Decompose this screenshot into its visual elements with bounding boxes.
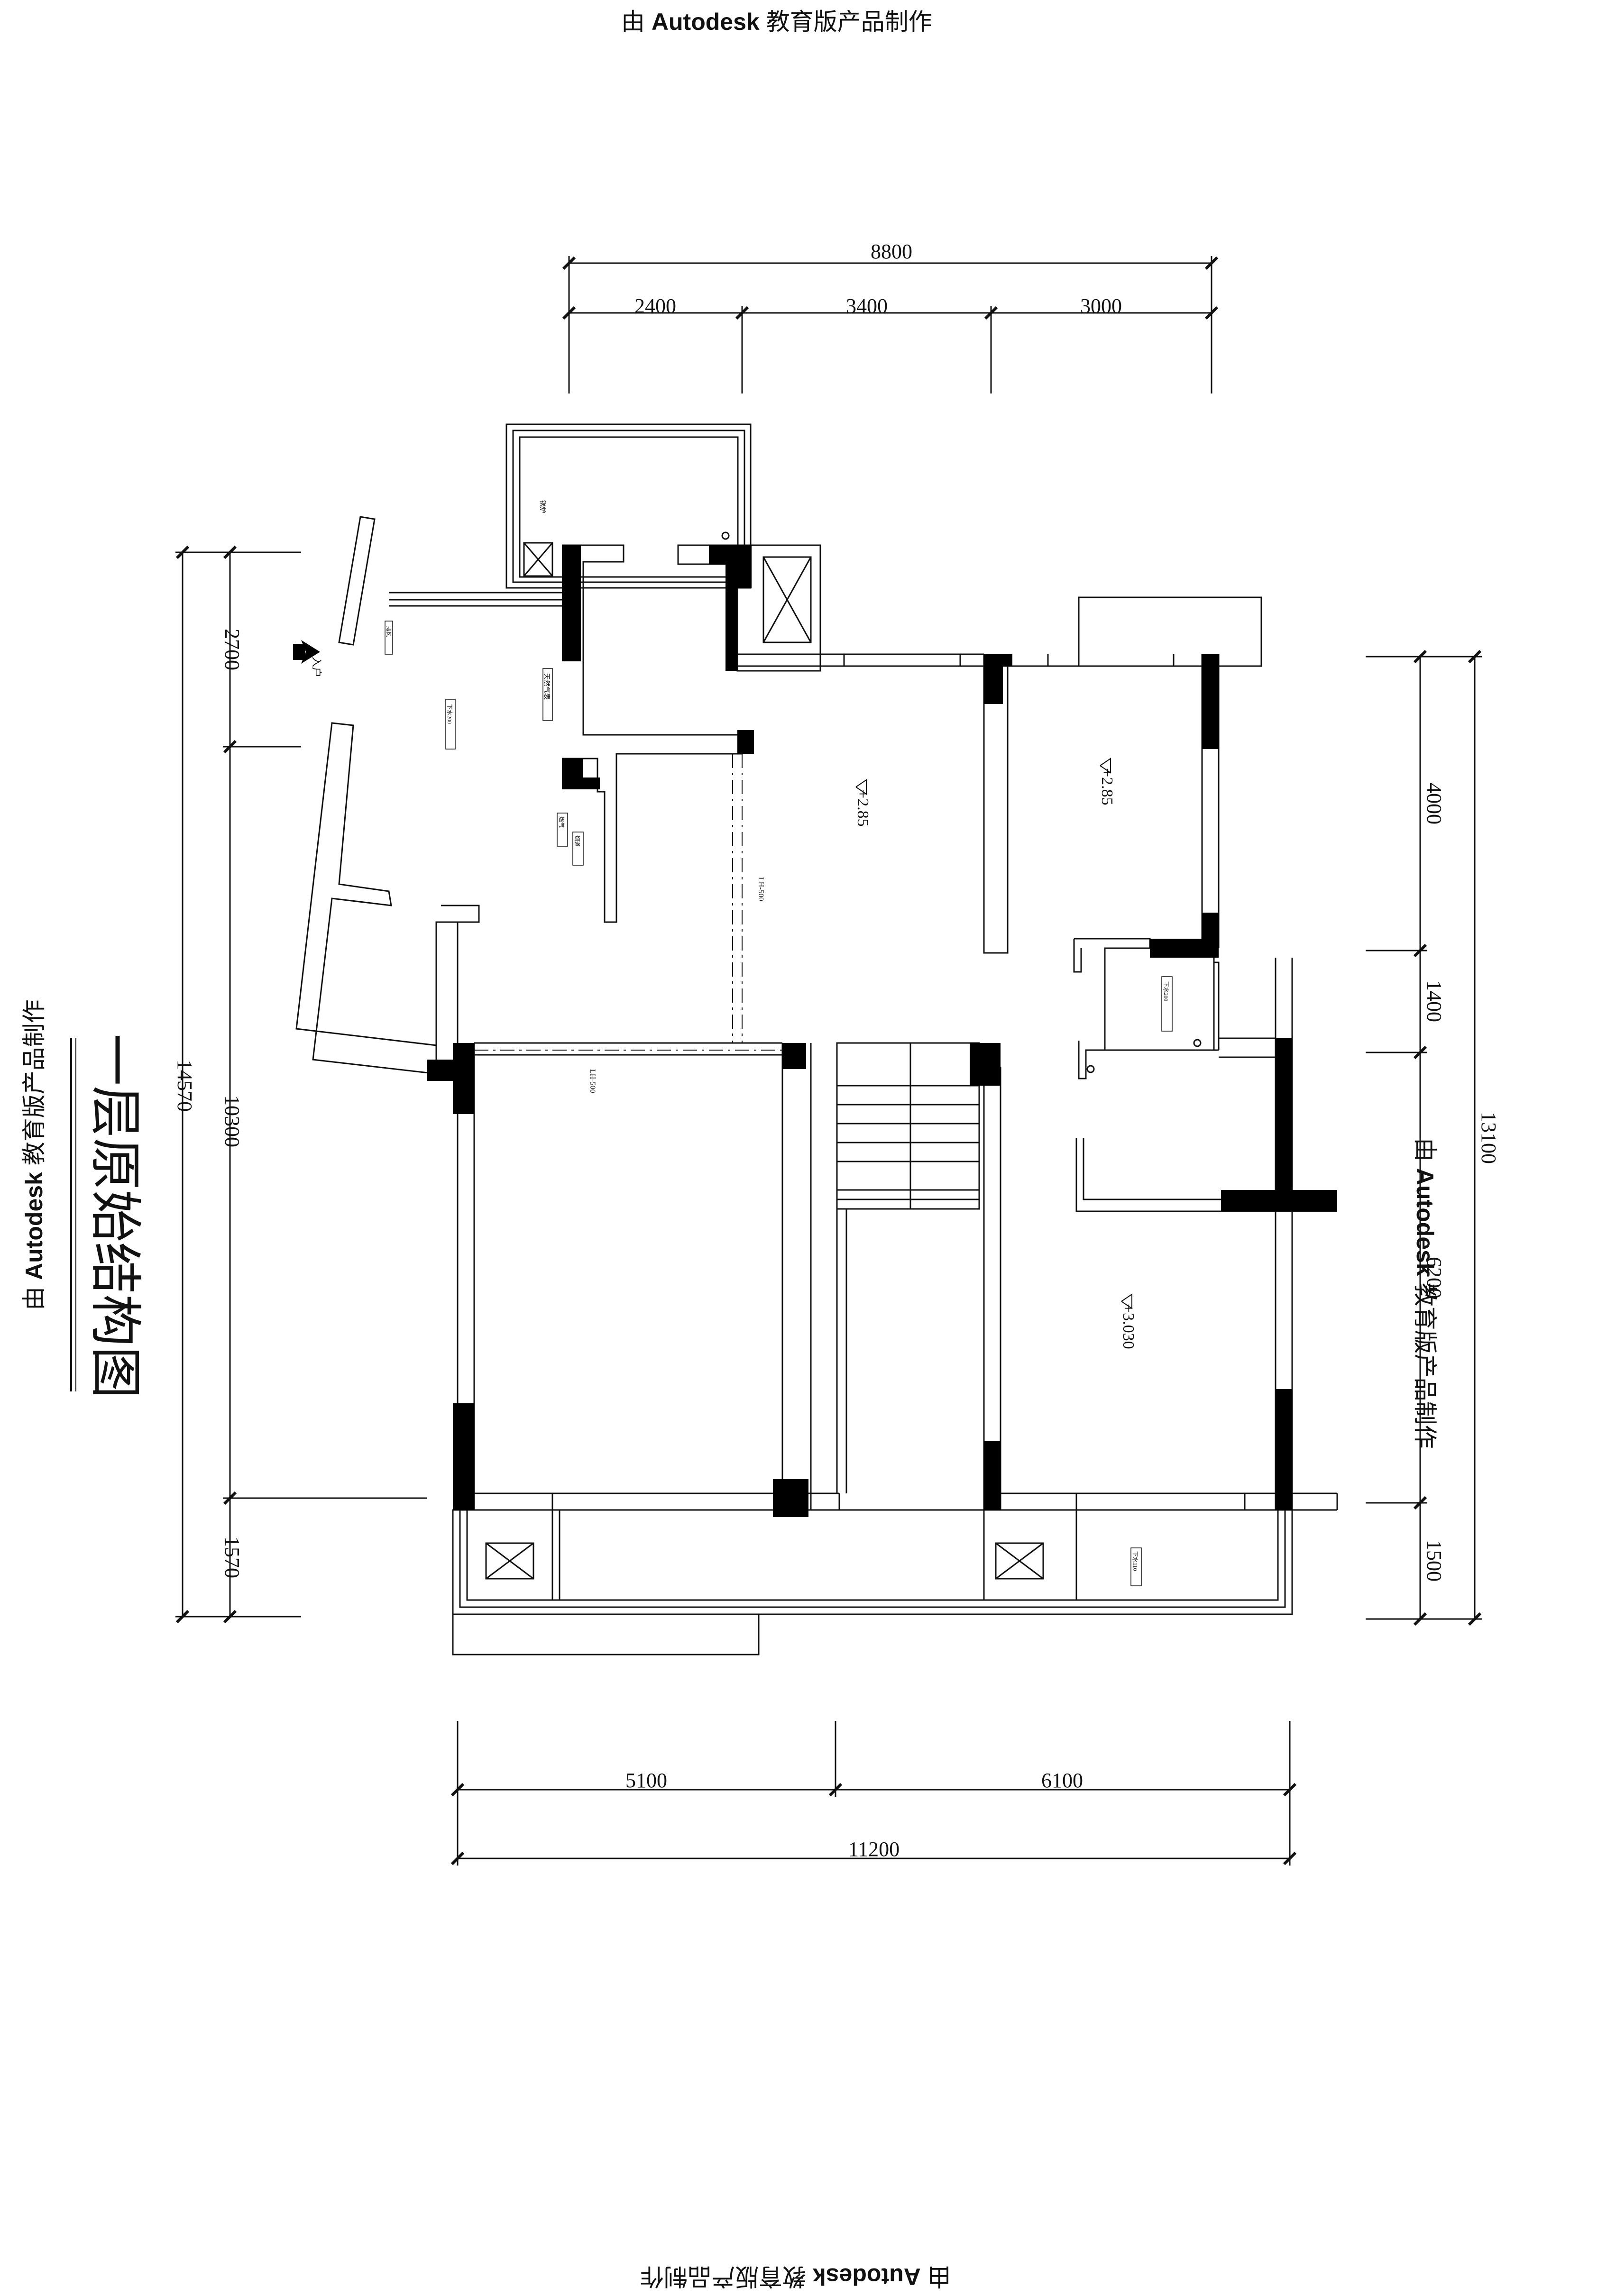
dim-bottom-seg-2: 6100 <box>1041 1769 1083 1792</box>
watermark-top-prefix: 由 <box>621 9 645 35</box>
dim-right-seg-1: 4000 <box>1423 783 1446 824</box>
watermark-top-suffix: 教育版产品制作 <box>766 9 932 35</box>
top-dimension-lines <box>562 256 1219 393</box>
watermark-right-brand: Autodesk <box>1412 1168 1438 1276</box>
note-boiler: 锅炉 <box>539 500 546 513</box>
left-dimension-lines <box>175 545 427 1624</box>
watermark-right-suffix: 教育版产品制作 <box>1412 1282 1438 1449</box>
dim-left-seg-2: 10300 <box>220 1095 244 1147</box>
note-drain-3: 下水110 <box>1132 1551 1139 1571</box>
note-drain-1: 下水200 <box>446 704 453 724</box>
note-small-2: 烟道 <box>574 835 580 847</box>
watermark-bottom-brand: Autodesk <box>812 2263 921 2290</box>
watermark-bottom: 由 Autodesk 教育版产品制作 <box>640 2261 951 2296</box>
beam-label-2: LH-500 <box>588 1069 597 1093</box>
dim-left-total: 14570 <box>173 1060 196 1112</box>
elevation-label-2: +2.85 <box>1098 768 1116 805</box>
drawing-title-group: 一层原始结构图 <box>70 1034 146 1399</box>
note-entry: 入户 <box>311 657 322 677</box>
beam-lines <box>474 754 782 1051</box>
dim-left-seg-3: 1570 <box>220 1537 244 1578</box>
watermark-bottom-suffix: 教育版产品制作 <box>640 2263 806 2290</box>
watermark-left-brand: Autodesk <box>20 1172 47 1280</box>
watermark-left: 由 Autodesk 教育版产品制作 <box>15 999 49 1310</box>
dim-right-seg-2: 1400 <box>1423 980 1446 1022</box>
drawing-title: 一层原始结构图 <box>85 1034 146 1399</box>
dim-top-seg-1: 2400 <box>634 294 676 318</box>
note-small-1: 燃气 <box>558 816 565 828</box>
watermark-top-brand: Autodesk <box>651 9 760 35</box>
dim-bottom-total: 11200 <box>848 1838 900 1861</box>
watermark-top: 由 Autodesk 教育版产品制作 <box>621 3 932 37</box>
note-gas-meter: 天然气表 <box>542 673 551 700</box>
annotation-notes: 入户 排风 锅炉 天然气表 下水200 燃气 烟道 下水200 下水110 <box>311 500 1173 1586</box>
beam-label-group: LH-500 LH-500 <box>588 877 765 1093</box>
wall-outlines <box>295 423 1338 1656</box>
dim-right-seg-3: 6200 <box>1423 1257 1446 1299</box>
dim-top-seg-3: 3000 <box>1080 294 1122 318</box>
elevation-label-1: +2.85 <box>854 789 872 827</box>
beam-label-1: LH-500 <box>757 877 765 901</box>
dim-right-total: 13100 <box>1477 1112 1500 1164</box>
bottom-dimension-lines <box>450 1721 1297 1866</box>
right-dimension-lines <box>1366 649 1482 1626</box>
dim-top-seg-2: 3400 <box>846 294 888 318</box>
note-small-3: 排风 <box>385 626 392 637</box>
watermark-left-suffix: 教育版产品制作 <box>20 999 47 1166</box>
elevation-label-3: +3.030 <box>1120 1304 1137 1349</box>
dim-right-seg-4: 1500 <box>1423 1540 1446 1582</box>
watermark-left-prefix: 由 <box>20 1286 47 1310</box>
watermark-bottom-prefix: 由 <box>927 2263 951 2290</box>
dim-left-seg-1: 2700 <box>220 629 244 670</box>
dim-top-total: 8800 <box>871 240 912 263</box>
note-drain-2: 下水200 <box>1163 981 1169 1001</box>
dimension-texts: 8800 2400 3400 3000 5100 6100 11200 1457… <box>173 240 1500 1861</box>
watermark-right-prefix: 由 <box>1412 1138 1438 1162</box>
dim-bottom-seg-1: 5100 <box>625 1769 667 1792</box>
structural-columns <box>293 545 1337 1517</box>
watermark-right: 由 Autodesk 教育版产品制作 <box>1410 1138 1444 1449</box>
elevation-markers: +2.85 +2.85 +3.030 <box>854 758 1137 1349</box>
